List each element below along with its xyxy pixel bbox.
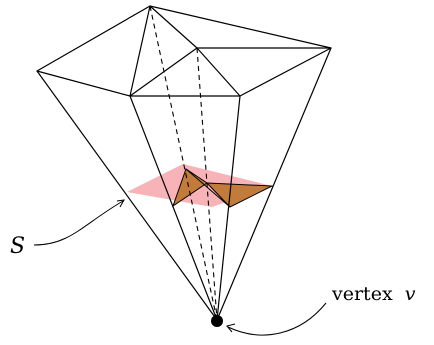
surface-arrow bbox=[33, 199, 125, 246]
vertex-arrow bbox=[226, 302, 327, 336]
vertex-label: vertex v bbox=[331, 283, 416, 305]
vertex-symbol: v bbox=[405, 283, 416, 305]
hidden-edges bbox=[149, 5, 218, 321]
vertex-dot bbox=[211, 315, 223, 327]
top-face-edges bbox=[36, 5, 332, 97]
section-inner-edge bbox=[185, 168, 231, 208]
surface-label: S bbox=[10, 234, 25, 259]
section-triangle-right bbox=[205, 182, 274, 208]
vertex-word: vertex bbox=[331, 283, 393, 305]
lateral-edges bbox=[36, 47, 332, 321]
